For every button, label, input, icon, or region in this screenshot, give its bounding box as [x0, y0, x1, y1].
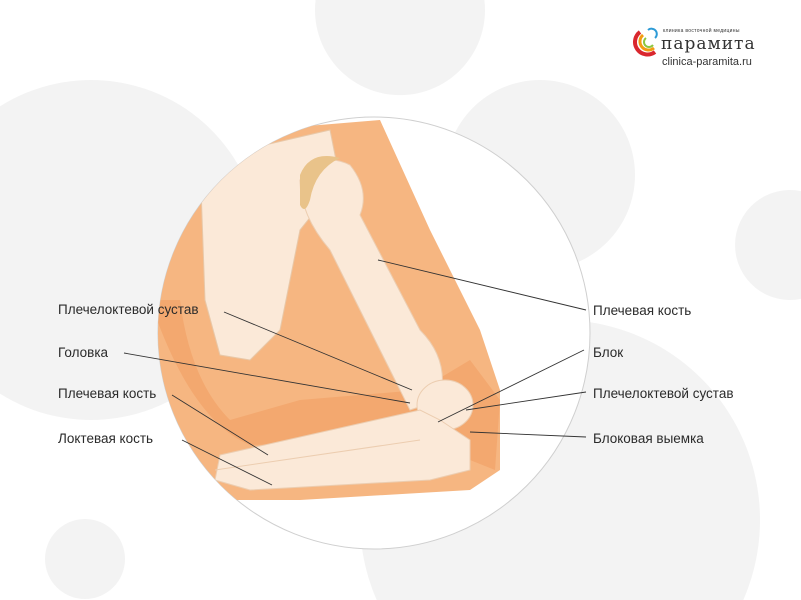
logo-tagline: клиника восточной медицины — [663, 28, 740, 34]
bg-circle — [45, 519, 125, 599]
label-humeroulnar-joint-left: Плечелоктевой сустав — [58, 302, 199, 317]
label-trochlea: Блок — [593, 345, 623, 360]
logo-url: clinica-paramita.ru — [662, 56, 752, 68]
leader-lines — [123, 259, 587, 486]
logo-name: парамита — [661, 34, 756, 54]
label-humerus-left: Плечевая кость — [58, 386, 156, 401]
label-trochlear-notch: Блоковая выемка — [593, 431, 704, 446]
label-humeroulnar-joint-right: Плечелоктевой сустав — [593, 386, 734, 401]
label-ulna: Локтевая кость — [58, 431, 153, 446]
logo-icon — [633, 27, 658, 57]
bg-circle — [735, 189, 801, 300]
label-head: Головка — [58, 345, 109, 360]
arm-illustration — [158, 120, 500, 500]
label-humerus-right: Плечевая кость — [593, 303, 691, 318]
bg-circle — [315, 0, 485, 96]
